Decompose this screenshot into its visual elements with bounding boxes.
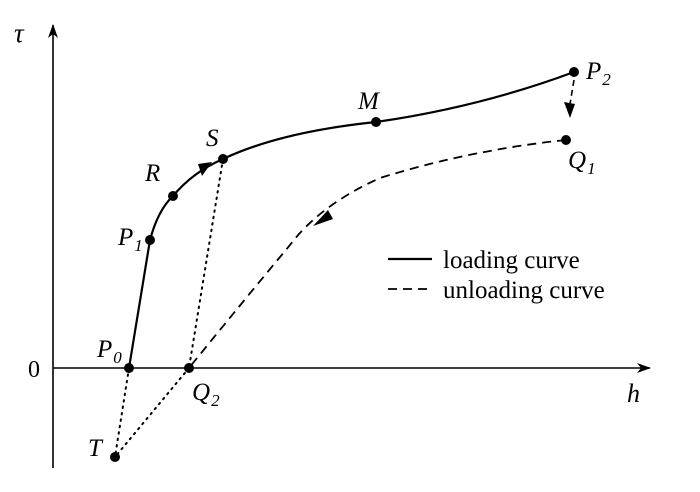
p2-to-q1-arrow xyxy=(564,102,575,118)
point-t xyxy=(110,452,120,462)
label-q2: Q2 xyxy=(192,379,220,410)
label-r: R xyxy=(144,160,160,187)
loading-curve xyxy=(127,70,575,369)
point-p0 xyxy=(124,363,134,373)
label-p0: P0 xyxy=(96,336,122,367)
legend-loading-label: loading curve xyxy=(443,247,580,274)
unloading-direction-arrow xyxy=(313,210,333,226)
point-r xyxy=(168,191,178,201)
dotted-p0-to-t xyxy=(114,367,130,458)
label-p2: P2 xyxy=(585,58,611,89)
dotted-s-to-q2 xyxy=(188,158,224,369)
point-q2 xyxy=(184,363,194,373)
point-s xyxy=(218,154,228,164)
point-p1 xyxy=(145,235,155,245)
legend-unloading-label: unloading curve xyxy=(443,277,605,304)
point-m xyxy=(371,117,381,127)
label-q1: Q1 xyxy=(568,147,596,178)
unloading-curve xyxy=(188,139,567,369)
label-p1: P1 xyxy=(117,224,143,255)
p2-to-q1-dash xyxy=(569,79,575,105)
point-p2 xyxy=(569,67,579,77)
dotted-q2-to-t xyxy=(114,367,190,458)
origin-label: 0 xyxy=(28,357,40,383)
y-axis-label: τ xyxy=(14,18,25,48)
label-t: T xyxy=(88,435,104,462)
label-m: M xyxy=(357,88,380,115)
loading-direction-arrow xyxy=(198,162,212,176)
label-s: S xyxy=(206,125,219,152)
x-axis-label: h xyxy=(627,379,640,408)
legend: loading curve unloading curve xyxy=(388,247,605,304)
point-q1 xyxy=(561,135,571,145)
